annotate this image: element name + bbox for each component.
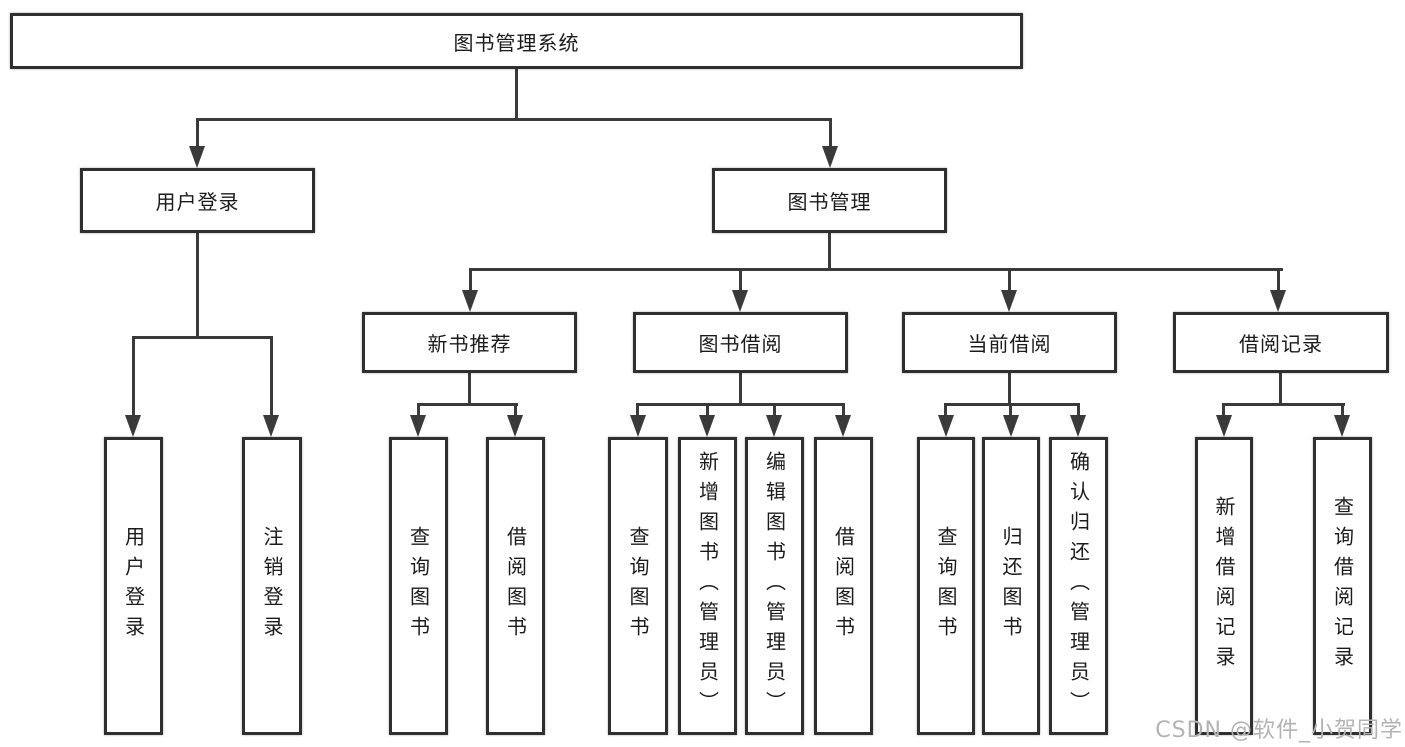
watermark-text: CSDN @软件_小贺同学: [1155, 718, 1403, 743]
connector-to-newbook-query: [417, 406, 420, 417]
connector-to-leaf-user-login: [132, 338, 135, 416]
connector-new-book-stem: [468, 373, 471, 405]
arrow-down-icon: [1070, 415, 1086, 437]
connector-to-borrowing-borrow: [842, 406, 845, 417]
leaf-records-add-record: 新增借阅记录: [1195, 437, 1253, 735]
connector-to-records-add: [1222, 406, 1225, 417]
leaf-current-query-books: 查询图书: [917, 437, 975, 735]
leaf-current-confirm-return-admin-label: 确认归还（管理员）: [1066, 451, 1091, 721]
connector-new-book-rail: [417, 403, 518, 406]
connector-to-new-book-recommend: [469, 271, 472, 292]
node-borrowing-records-label: 借阅记录: [1239, 332, 1323, 356]
node-book-borrowing: 图书借阅: [633, 312, 848, 373]
leaf-borrowing-add-books-admin-label: 新增图书（管理员）: [695, 451, 720, 721]
connector-to-borrowing-query: [636, 406, 639, 417]
arrow-down-icon: [462, 290, 478, 312]
connector-to-current-return: [1009, 406, 1012, 417]
node-user-login-label: 用户登录: [155, 190, 240, 214]
connector-to-book-borrowing: [739, 271, 742, 292]
arrow-down-icon: [938, 415, 954, 437]
connector-user-login-stem: [196, 233, 199, 337]
arrow-down-icon: [1270, 290, 1286, 312]
leaf-current-return-books: 归还图书: [982, 437, 1040, 735]
connector-to-user-login: [196, 120, 199, 148]
leaf-newbook-query-books: 查询图书: [389, 437, 448, 735]
leaf-user-login: 用户登录: [104, 437, 163, 735]
leaf-logout-label: 注销登录: [260, 526, 284, 646]
node-user-login: 用户登录: [80, 168, 315, 233]
leaf-borrowing-edit-books-admin: 编辑图书（管理员）: [745, 437, 804, 735]
connector-level2-rail: [196, 118, 832, 121]
leaf-borrowing-query-books: 查询图书: [608, 437, 668, 735]
leaf-logout: 注销登录: [242, 437, 302, 735]
connector-current-borrowing-stem: [1008, 373, 1011, 405]
connector-to-borrowing-records: [1277, 271, 1280, 292]
node-new-book-recommend-label: 新书推荐: [427, 332, 512, 356]
arrow-down-icon: [732, 290, 748, 312]
arrow-down-icon: [1001, 290, 1017, 312]
arrow-down-icon: [822, 146, 838, 168]
leaf-borrowing-add-books-admin: 新增图书（管理员）: [678, 437, 737, 735]
connector-borrowing-records-stem: [1279, 373, 1282, 405]
connector-root-stem: [515, 69, 518, 120]
arrow-down-icon: [263, 415, 279, 437]
leaf-current-return-books-label: 归还图书: [999, 526, 1023, 646]
node-root-label: 图书管理系统: [453, 30, 580, 55]
connector-book-borrowing-rail: [636, 403, 845, 406]
connector-book-management-stem: [828, 233, 831, 270]
arrow-down-icon: [1003, 415, 1019, 437]
leaf-records-add-record-label: 新增借阅记录: [1212, 496, 1236, 676]
arrow-down-icon: [766, 415, 782, 437]
leaf-borrowing-edit-books-admin-label: 编辑图书（管理员）: [762, 451, 787, 721]
leaf-records-query-record-label: 查询借阅记录: [1330, 496, 1355, 676]
connector-to-borrowing-add: [706, 406, 709, 417]
connector-current-borrowing-rail: [944, 403, 1080, 406]
connector-to-current-borrowing: [1008, 271, 1011, 292]
node-book-management-label: 图书管理: [787, 190, 872, 214]
arrow-down-icon: [699, 415, 715, 437]
leaf-records-query-record: 查询借阅记录: [1313, 437, 1372, 735]
leaf-newbook-borrow-books: 借阅图书: [486, 437, 545, 735]
connector-to-current-query: [944, 406, 947, 417]
leaf-current-confirm-return-admin: 确认归还（管理员）: [1049, 437, 1108, 735]
connector-level3-rail: [469, 268, 1283, 271]
leaf-newbook-query-books-label: 查询图书: [406, 526, 431, 646]
connector-to-borrowing-edit: [773, 406, 776, 417]
connector-user-login-rail: [132, 336, 273, 339]
leaf-borrowing-query-books-label: 查询图书: [626, 526, 650, 646]
connector-to-newbook-borrow: [514, 406, 517, 417]
leaf-current-query-books-label: 查询图书: [934, 526, 958, 646]
arrow-down-icon: [125, 415, 141, 437]
leaf-newbook-borrow-books-label: 借阅图书: [503, 526, 528, 646]
arrow-down-icon: [835, 415, 851, 437]
node-current-borrowing-label: 当前借阅: [967, 332, 1052, 356]
node-new-book-recommend: 新书推荐: [362, 312, 577, 373]
arrow-down-icon: [410, 415, 426, 437]
arrow-down-icon: [1334, 415, 1350, 437]
connector-borrowing-records-rail: [1222, 403, 1345, 406]
connector-book-borrowing-stem: [739, 373, 742, 405]
node-book-management: 图书管理: [712, 168, 947, 233]
node-book-borrowing-label: 图书借阅: [698, 332, 783, 356]
connector-to-leaf-logout: [270, 338, 273, 416]
arrow-down-icon: [507, 415, 523, 437]
leaf-borrowing-borrow-books-label: 借阅图书: [831, 526, 856, 646]
arrow-down-icon: [189, 146, 205, 168]
node-current-borrowing: 当前借阅: [902, 312, 1117, 373]
connector-to-records-query: [1341, 406, 1344, 417]
arrow-down-icon: [1216, 415, 1232, 437]
arrow-down-icon: [630, 415, 646, 437]
leaf-user-login-label: 用户登录: [121, 526, 146, 646]
node-borrowing-records: 借阅记录: [1173, 312, 1389, 373]
connector-to-current-confirm: [1077, 406, 1080, 417]
leaf-borrowing-borrow-books: 借阅图书: [814, 437, 873, 735]
connector-to-book-management: [829, 120, 832, 148]
node-root: 图书管理系统: [10, 13, 1023, 69]
